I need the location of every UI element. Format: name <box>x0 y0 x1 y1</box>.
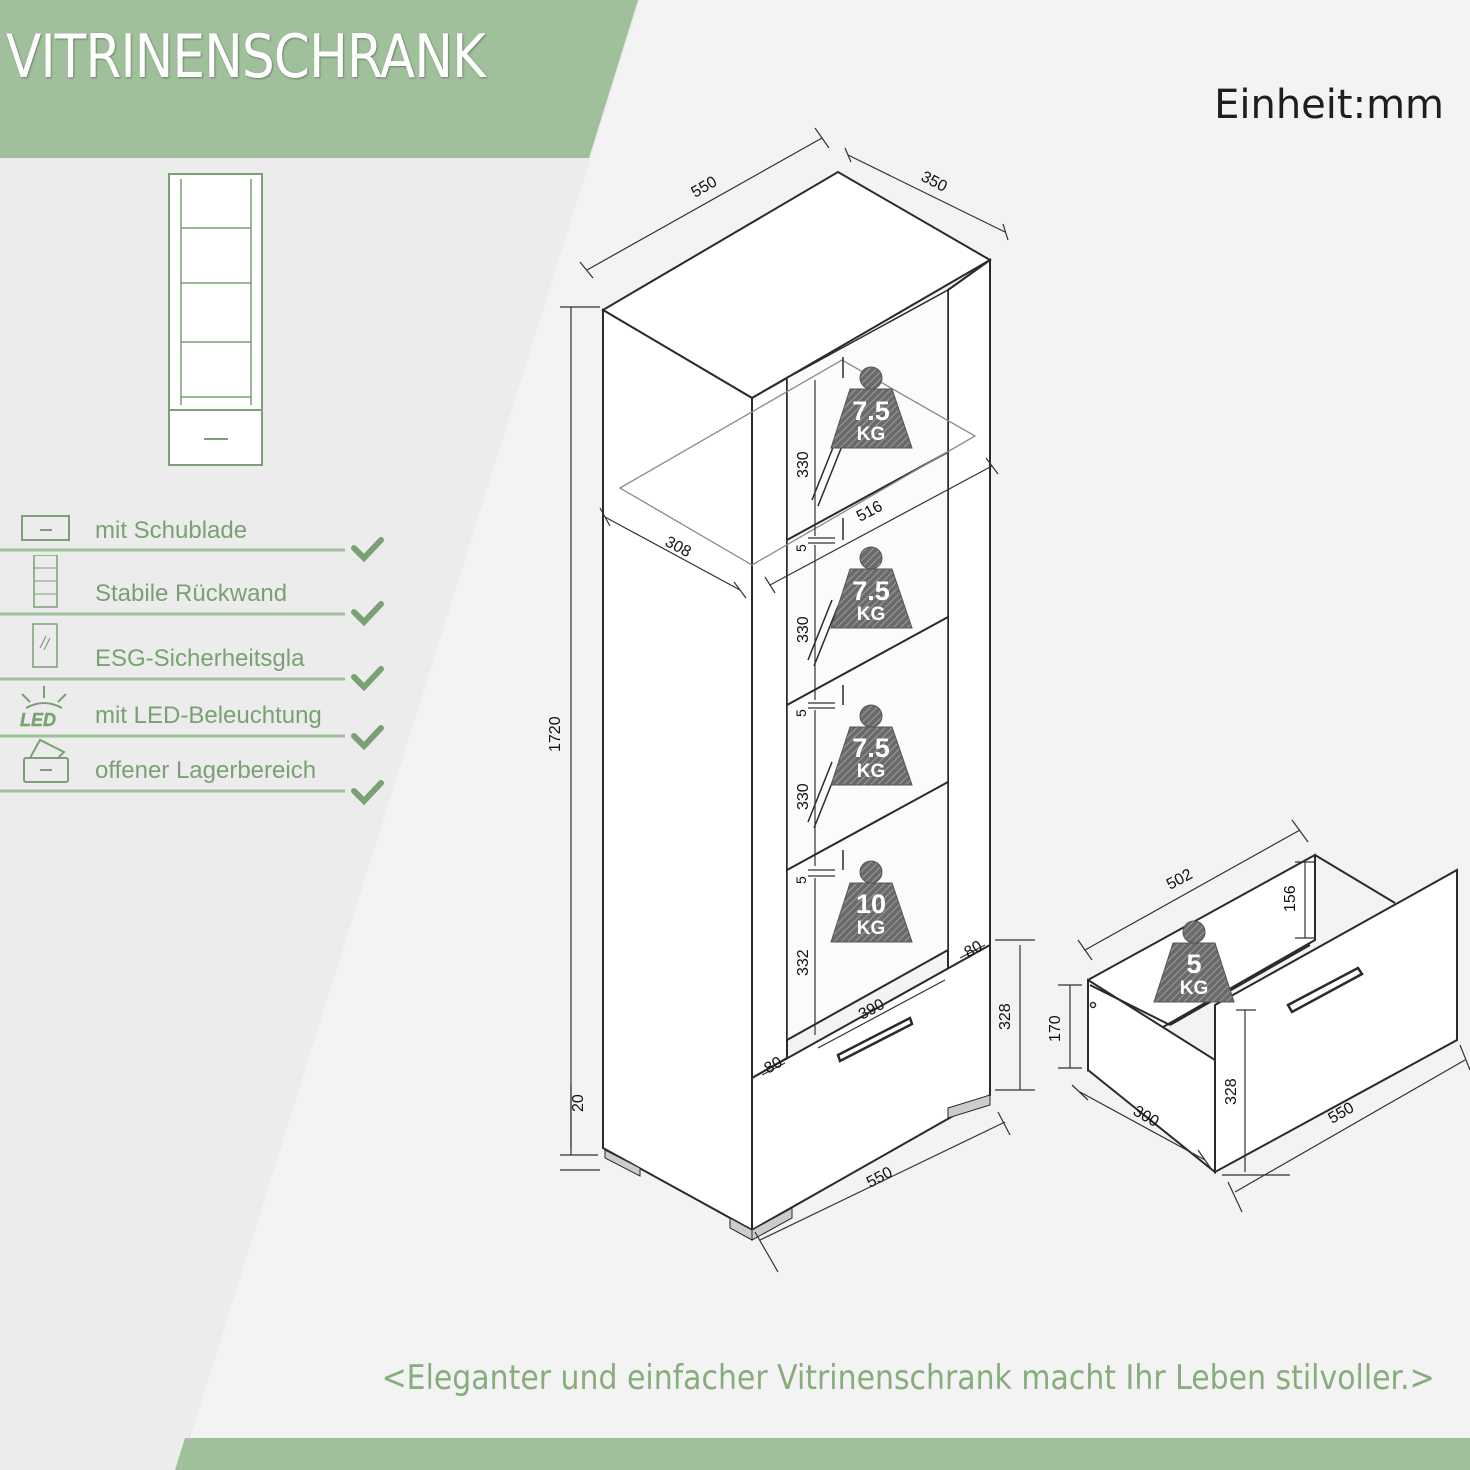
open-storage-icon <box>23 738 69 783</box>
weight-badge: 7.5 KG <box>830 704 913 786</box>
dim-side-left: 80 <box>762 1054 786 1078</box>
title-banner <box>0 0 638 158</box>
dim-gap: 5 <box>793 876 809 884</box>
dim-compartment-height: 330 <box>795 451 812 478</box>
weight-unit: KG <box>857 604 886 625</box>
shelf-outline <box>618 359 977 566</box>
feature-item: offener Lagerbereich <box>0 735 384 810</box>
svg-text:LED: LED <box>20 710 56 730</box>
page-title: VITRINENSCHRANK <box>6 22 486 92</box>
weight-badge: 10 KG <box>830 860 913 943</box>
unit-label: Einheit:mm <box>1214 82 1444 128</box>
feature-item: LED mit LED-Beleuchtung <box>0 680 384 750</box>
weight-badge: 5 KG <box>1153 920 1235 1003</box>
safety-glass-icon <box>32 623 58 668</box>
glass-shelf <box>786 781 949 871</box>
weight-value: 7.5 <box>852 396 890 426</box>
feature-label: Stabile Rückwand <box>95 580 288 607</box>
led-icon: LED <box>20 686 67 730</box>
dim-drawer-height: 328 <box>997 1003 1014 1030</box>
dim-base: 20 <box>570 1094 587 1112</box>
checkmark-icon <box>351 780 384 806</box>
glass-shelf <box>786 949 949 1041</box>
feature-label: offener Lagerbereich <box>95 757 317 784</box>
dim-height: 1720 <box>547 716 564 752</box>
back-panel-icon <box>33 555 58 608</box>
weight-badge: 7.5 KG <box>830 366 913 449</box>
drawer-dim-height: 170 <box>1047 1015 1064 1042</box>
dim-compartment-height: 330 <box>795 616 812 643</box>
weight-unit: KG <box>857 424 886 445</box>
dim-compartment-height: 330 <box>795 783 812 810</box>
drawer-handle <box>1286 966 1364 1014</box>
weight-value: 5 <box>1186 949 1201 979</box>
weight-value: 10 <box>856 889 886 919</box>
thumbnail-outline <box>168 173 263 466</box>
checkmark-icon <box>351 601 384 627</box>
drawer-dim-inner-height: 156 <box>1282 885 1299 912</box>
dim-compartment-height: 332 <box>795 949 812 976</box>
weight-unit: KG <box>857 918 886 939</box>
feature-label: mit Schublade <box>95 517 248 544</box>
glass-shelf <box>786 616 949 706</box>
drawer-icon <box>21 515 70 541</box>
feature-item: ESG-Sicherheitsgla <box>0 620 384 700</box>
feature-item: mit Schublade <box>0 510 384 570</box>
tagline: <Eleganter und einfacher Vitrinenschrank… <box>381 1358 1435 1398</box>
dimension-lines <box>560 127 1035 1273</box>
dim-side-right: 80 <box>962 938 986 962</box>
cabinet-body <box>601 170 992 1241</box>
feature-label: mit LED-Beleuchtung <box>95 702 322 729</box>
feature-item: Stabile Rückwand <box>0 555 384 635</box>
checkmark-icon <box>351 725 384 750</box>
checkmark-icon <box>351 666 384 692</box>
dim-gap: 5 <box>793 544 809 552</box>
cabinet-front-thumbnail <box>168 173 263 466</box>
drawer-dim-width: 502 <box>1164 866 1196 894</box>
weight-unit: KG <box>1180 978 1209 999</box>
dim-gap: 5 <box>793 709 809 717</box>
weight-badge: 7.5 KG <box>830 546 913 629</box>
drawer-body <box>1087 853 1458 1175</box>
checkmark-icon <box>351 537 384 563</box>
weight-value: 7.5 <box>852 733 890 763</box>
feature-label: ESG-Sicherheitsgla <box>95 645 305 672</box>
drawer-dim-front-height: 328 <box>1223 1078 1240 1105</box>
footer-band <box>175 1438 1470 1470</box>
weight-unit: KG <box>857 761 886 782</box>
drawer-dimension-lines <box>1058 819 1470 1213</box>
weight-value: 7.5 <box>852 576 890 606</box>
